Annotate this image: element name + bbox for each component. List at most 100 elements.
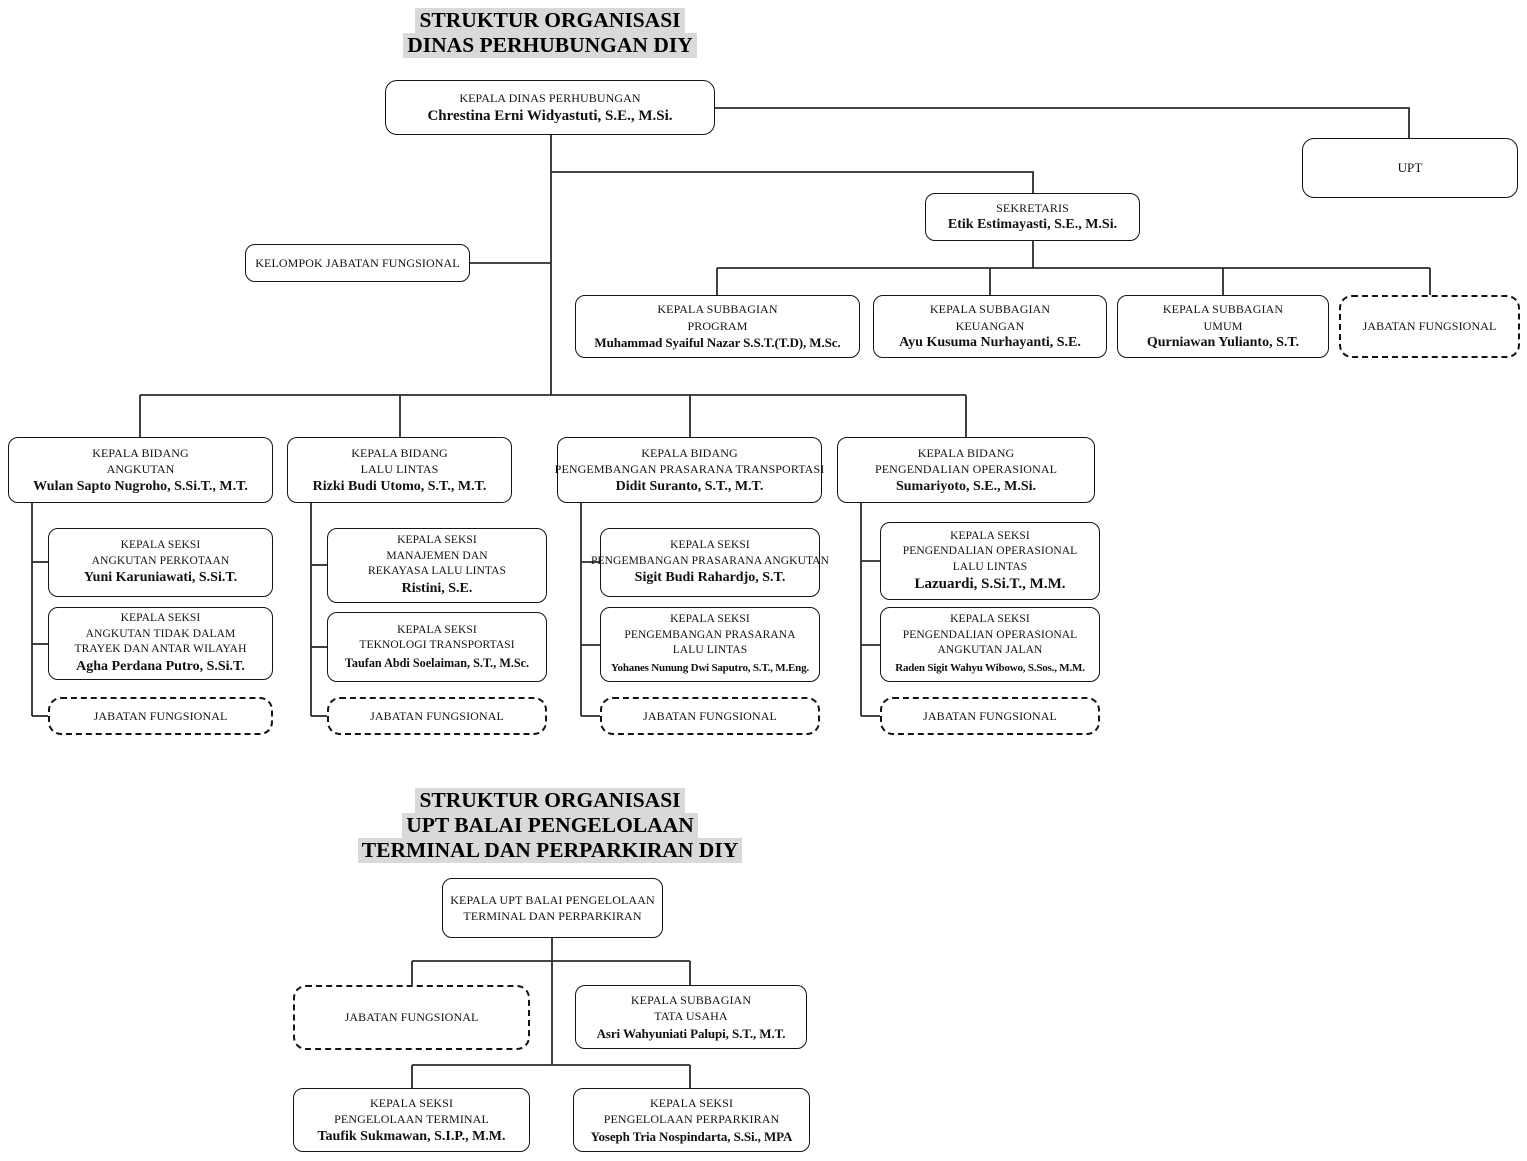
person-name: Agha Perdana Putro, S.Si.T. (76, 658, 245, 674)
node-bidang-angkutan: KEPALA BIDANG ANGKUTAN Wulan Sapto Nugro… (8, 437, 273, 503)
label-line: KEPALA SUBBAGIAN (929, 302, 1051, 316)
label-line: PENGELOLAAN PERPARKIRAN (603, 1112, 780, 1126)
label-line: ANGKUTAN PERKOTAAN (91, 554, 230, 567)
node-seksi-pengelolaan-perparkiran: KEPALA SEKSI PENGELOLAAN PERPARKIRAN Yos… (573, 1088, 810, 1152)
label-line: SEKRETARIS (996, 200, 1069, 215)
node-seksi-manajemen-rekayasa: KEPALA SEKSI MANAJEMEN DAN REKAYASA LALU… (327, 528, 547, 603)
person-name: Sumariyoto, S.E., M.Si. (895, 478, 1036, 494)
node-seksi-angkutan-perkotaan: KEPALA SEKSI ANGKUTAN PERKOTAAN Yuni Kar… (48, 528, 273, 597)
person-name: Didit Suranto, S.T., M.T. (615, 478, 764, 494)
label-line: JABATAN FUNGSIONAL (93, 708, 228, 723)
node-seksi-teknologi-transportasi: KEPALA SEKSI TEKNOLOGI TRANSPORTASI Tauf… (327, 612, 547, 682)
label-line: JABATAN FUNGSIONAL (344, 1010, 479, 1025)
node-seksi-angkutan-tidak-dalam-trayek: KEPALA SEKSI ANGKUTAN TIDAK DALAM TRAYEK… (48, 607, 273, 680)
label-line: PENGENDALIAN OPERASIONAL (902, 628, 1078, 641)
label-line: JABATAN FUNGSIONAL (370, 708, 504, 723)
chart1-title: STRUKTUR ORGANISASI DINAS PERHUBUNGAN DI… (0, 8, 1100, 58)
label-line: KELOMPOK JABATAN FUNGSIONAL (255, 255, 460, 270)
label-line: MANAJEMEN DAN (386, 549, 488, 562)
person-name: Asri Wahyuniati Palupi, S.T., M.T. (596, 1025, 786, 1041)
label-line: KEPALA BIDANG (92, 445, 189, 460)
node-jabatan-fungsional-lalu-lintas: JABATAN FUNGSIONAL (327, 697, 547, 735)
label-line: KEPALA SEKSI (649, 1095, 734, 1110)
node-seksi-pengelolaan-terminal: KEPALA SEKSI PENGELOLAAN TERMINAL Taufik… (293, 1088, 530, 1152)
label-line: TEKNOLOGI TRANSPORTASI (359, 639, 515, 651)
chart2-title-line2: UPT BALAI PENGELOLAAN (402, 813, 698, 838)
node-jabatan-fungsional-pengendalian: JABATAN FUNGSIONAL (880, 697, 1100, 735)
label-line: ANGKUTAN (106, 462, 175, 476)
label-line: REKAYASA LALU LINTAS (367, 565, 507, 578)
person-name: Rizki Budi Utomo, S.T., M.T. (312, 478, 487, 494)
chart1-connectors (31, 107, 1431, 717)
label-line: PENGEMBANGAN PRASARANA TRANSPORTASI (554, 462, 825, 476)
person-name: Ayu Kusuma Nurhayanti, S.E. (899, 335, 1081, 350)
chart2-connectors (411, 938, 691, 1088)
label-line: KEPALA SEKSI (950, 613, 1030, 626)
label-line: TERMINAL DAN PERPARKIRAN (463, 909, 642, 923)
label-line: KEPALA BIDANG (641, 445, 738, 460)
person-name: Etik Estimayasti, S.E., M.Si. (947, 217, 1118, 233)
node-kepala-dinas: KEPALA DINAS PERHUBUNGAN Chrestina Erni … (385, 80, 715, 135)
label-line: PENGELOLAAN TERMINAL (334, 1112, 489, 1126)
node-jabatan-fungsional-prasarana: JABATAN FUNGSIONAL (600, 697, 820, 735)
label-line: KEPALA DINAS PERHUBUNGAN (459, 91, 641, 106)
label-line: KEPALA SUBBAGIAN (630, 992, 752, 1007)
label-line: KEPALA SEKSI (397, 623, 477, 636)
node-sekretaris: SEKRETARIS Etik Estimayasti, S.E., M.Si. (925, 193, 1140, 241)
node-kelompok-jabatan-fungsional: KELOMPOK JABATAN FUNGSIONAL (245, 244, 470, 282)
node-kepala-upt: KEPALA UPT BALAI PENGELOLAAN TERMINAL DA… (442, 878, 663, 938)
label-line: KEPALA SEKSI (950, 529, 1030, 542)
label-line: UMUM (1203, 318, 1243, 333)
chart2-title-line1: STRUKTUR ORGANISASI (415, 788, 685, 813)
label-line: TATA USAHA (654, 1009, 728, 1023)
person-name: Chrestina Erni Widyastuti, S.E., M.Si. (427, 107, 673, 124)
person-name: Sigit Budi Rahardjo, S.T. (634, 570, 786, 585)
chart1-title-line2: DINAS PERHUBUNGAN DIY (403, 33, 697, 58)
node-subbagian-umum: KEPALA SUBBAGIAN UMUM Qurniawan Yulianto… (1117, 295, 1329, 358)
node-jabatan-fungsional-angkutan: JABATAN FUNGSIONAL (48, 697, 273, 735)
person-name: Lazuardi, S.Si.T., M.M. (914, 576, 1066, 593)
person-name: Yohanes Nunung Dwi Saputro, S.T., M.Eng. (611, 661, 809, 674)
label-line: KEPALA SEKSI (369, 1095, 454, 1110)
node-subbagian-program: KEPALA SUBBAGIAN PROGRAM Muhammad Syaifu… (575, 295, 860, 358)
label-line: KEPALA SEKSI (120, 612, 201, 625)
node-jabatan-fungsional-upt: JABATAN FUNGSIONAL (293, 985, 530, 1050)
label-line: LALU LINTAS (360, 462, 439, 476)
label-line: PENGEMBANGAN PRASARANA (624, 628, 796, 641)
person-name: Qurniawan Yulianto, S.T. (1146, 335, 1300, 350)
node-seksi-pengendalian-angkutan-jalan: KEPALA SEKSI PENGENDALIAN OPERASIONAL AN… (880, 607, 1100, 682)
label-line: KEPALA BIDANG (351, 445, 448, 460)
chart1-title-line1: STRUKTUR ORGANISASI (415, 8, 685, 33)
label-line: JABATAN FUNGSIONAL (1362, 319, 1497, 334)
label-line: UPT (1397, 159, 1423, 175)
label-line: PROGRAM (687, 318, 748, 333)
label-line: KEPALA UPT BALAI PENGELOLAAN (450, 892, 655, 907)
node-seksi-pengendalian-lalu-lintas: KEPALA SEKSI PENGENDALIAN OPERASIONAL LA… (880, 522, 1100, 600)
label-line: PENGEMBANGAN PRASARANA ANGKUTAN (591, 554, 829, 567)
node-subbagian-tata-usaha: KEPALA SUBBAGIAN TATA USAHA Asri Wahyuni… (575, 985, 807, 1049)
person-name: Yoseph Tria Nospindarta, S.Si., MPA (590, 1128, 793, 1144)
label-line: KEPALA SEKSI (397, 534, 477, 547)
label-line: PENGENDALIAN OPERASIONAL (902, 545, 1078, 558)
person-name: Raden Sigit Wahyu Wibowo, S.Sos., M.M. (895, 661, 1085, 674)
label-line: KEPALA SUBBAGIAN (1162, 302, 1284, 316)
label-line: KEPALA SEKSI (120, 539, 201, 551)
chart2-title: STRUKTUR ORGANISASI UPT BALAI PENGELOLAA… (0, 788, 1100, 863)
label-line: LALU LINTAS (672, 644, 748, 657)
node-subbagian-keuangan: KEPALA SUBBAGIAN KEUANGAN Ayu Kusuma Nur… (873, 295, 1107, 358)
node-bidang-pengendalian: KEPALA BIDANG PENGENDALIAN OPERASIONAL S… (837, 437, 1095, 503)
label-line: KEPALA SEKSI (670, 539, 750, 551)
label-line: ANGKUTAN JALAN (937, 644, 1043, 657)
node-bidang-lalu-lintas: KEPALA BIDANG LALU LINTAS Rizki Budi Uto… (287, 437, 512, 503)
person-name: Muhammad Syaiful Nazar S.S.T.(T.D), M.Sc… (594, 335, 841, 350)
label-line: KEPALA SUBBAGIAN (657, 302, 778, 316)
label-line: KEPALA SEKSI (670, 613, 750, 626)
person-name: Taufik Sukmawan, S.I.P., M.M. (317, 1128, 506, 1144)
person-name: Yuni Karuniawati, S.Si.T. (83, 570, 238, 585)
label-line: JABATAN FUNGSIONAL (923, 708, 1057, 723)
node-seksi-prasarana-angkutan: KEPALA SEKSI PENGEMBANGAN PRASARANA ANGK… (591, 528, 829, 597)
label-line: PENGENDALIAN OPERASIONAL (874, 462, 1058, 476)
label-line: KEUANGAN (955, 318, 1025, 333)
node-bidang-prasarana: KEPALA BIDANG PENGEMBANGAN PRASARANA TRA… (554, 437, 825, 503)
